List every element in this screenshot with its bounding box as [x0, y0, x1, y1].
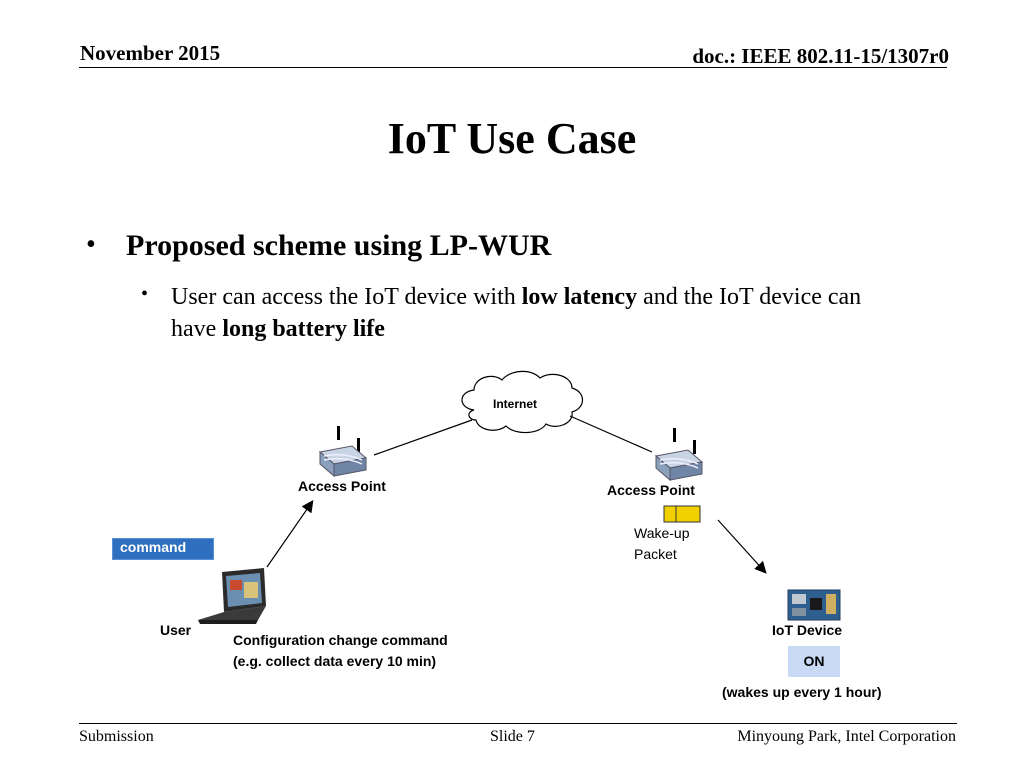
- command-label: command: [120, 539, 187, 555]
- bullet-emphasis: long battery life: [222, 316, 385, 342]
- router-icon: [654, 428, 704, 482]
- bullet-text: and the IoT device can have: [171, 284, 862, 342]
- bullet-dot: •: [86, 229, 96, 260]
- arrow-icon: [266, 500, 314, 568]
- internet-label: Internet: [493, 397, 538, 411]
- wakeup-packet-label: Wake-up: [634, 525, 690, 541]
- bullet-level2: User can access the IoT device with low …: [171, 281, 891, 345]
- config-command-label: Configuration change command: [233, 632, 448, 648]
- bullet-dot: •: [141, 283, 149, 305]
- cloud-icon: [461, 370, 584, 434]
- footer-submission: Submission: [79, 728, 154, 745]
- footer-slide-number: Slide 7: [490, 728, 535, 745]
- access-point-label: Access Point: [607, 482, 695, 498]
- arrow-icon: [717, 519, 767, 574]
- on-status-label: ON: [803, 653, 825, 669]
- link-line: [373, 419, 473, 456]
- slide-title: IoT Use Case: [387, 114, 637, 163]
- laptop-icon: [198, 568, 266, 624]
- access-point-label: Access Point: [298, 478, 386, 494]
- bullet-text: User can access the IoT device with: [171, 284, 522, 310]
- iot-device-label: IoT Device: [772, 622, 843, 638]
- iot-board-icon: [787, 589, 841, 621]
- header-doc-id: doc.: IEEE 802.11-15/1307r0: [692, 44, 949, 68]
- bullet-level1: Proposed scheme using LP-WUR: [126, 229, 552, 262]
- bullet-emphasis: low latency: [521, 284, 638, 310]
- footer-author: Minyoung Park, Intel Corporation: [737, 728, 956, 745]
- config-command-example: (e.g. collect data every 10 min): [233, 653, 437, 669]
- router-icon: [318, 426, 368, 478]
- link-line: [569, 415, 653, 453]
- header-rule: [79, 67, 947, 68]
- header-date: November 2015: [80, 41, 221, 65]
- footer-rule: [79, 723, 957, 724]
- wakeup-packet-icon: [663, 505, 701, 523]
- wake-interval-label: (wakes up every 1 hour): [722, 684, 882, 700]
- wakeup-packet-label: Packet: [634, 546, 677, 562]
- on-status-box: [788, 646, 840, 677]
- command-box: [112, 538, 214, 560]
- user-label: User: [160, 622, 192, 638]
